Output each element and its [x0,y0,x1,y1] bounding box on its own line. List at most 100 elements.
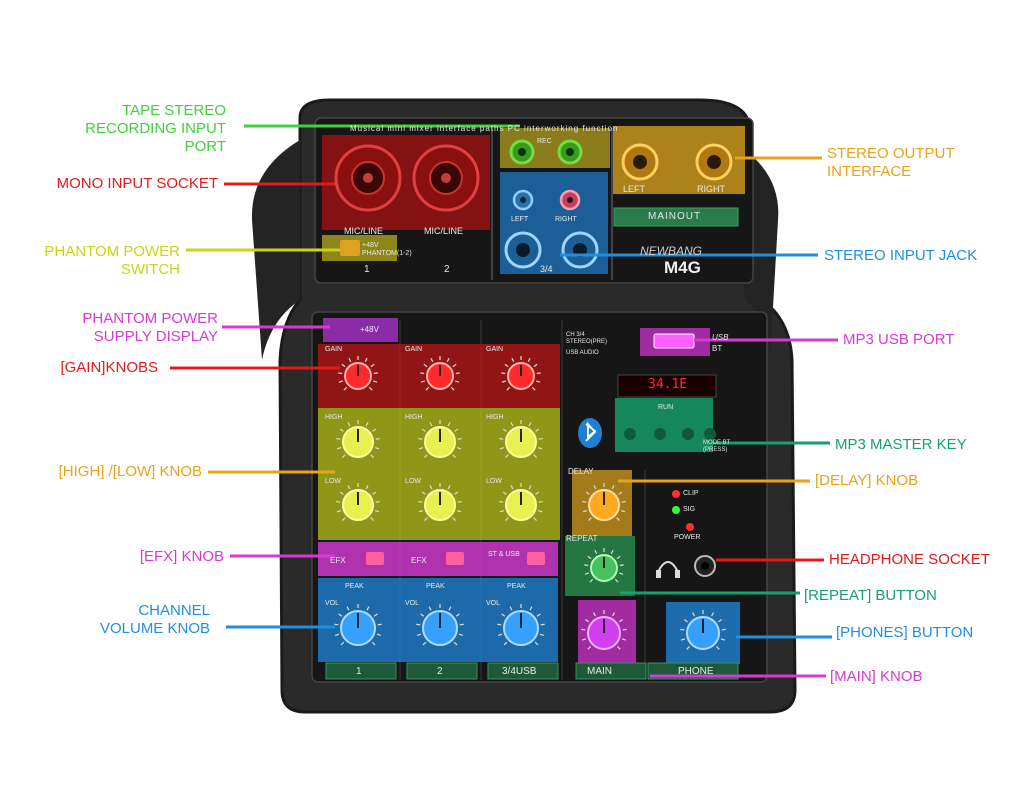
gain-knob-1[interactable] [338,356,378,391]
mp3-display-value: 34.1E [648,377,688,392]
strip-label-3: 3/4USB [502,666,537,677]
mode-label: MODE BT (PRESS) [703,440,731,453]
gain-knob-3[interactable] [501,356,541,391]
stereo-in-34-label: 3/4 [540,264,553,274]
gain-label-1: GAIN [325,346,343,353]
stereo-in-right-label: RIGHT [555,216,577,223]
vol-knob-3[interactable] [497,604,545,646]
plus48-indicator-label: +48V [360,325,379,334]
label-headphone: HEADPHONE SOCKET [829,551,990,568]
clip-label: CLIP [683,490,699,497]
repeat-label: REPEAT [566,534,598,543]
label-repeat: [REPEAT] BUTTON [804,587,937,604]
label-stereo-in: STEREO INPUT JACK [824,247,978,264]
peak-label-2: PEAK [426,583,445,590]
efx-button-3[interactable] [527,552,545,565]
headphone-socket-icon[interactable] [694,555,716,577]
mic-line-label-2: MIC/LINE [424,226,464,236]
gain-knob-2[interactable] [420,356,460,391]
high-knob-2[interactable] [418,420,462,458]
brand-logo: NEWBANG [640,244,703,258]
bt-label: BT [712,344,723,353]
vol-label-2: VOL [405,600,420,607]
usb-label: USB [712,333,729,342]
mp3-display [617,374,717,398]
mainout-label: MAINOUT [648,211,702,222]
efx-button-1[interactable] [366,552,384,565]
highlight-mp3-key [615,398,713,452]
peak-label-1: PEAK [345,583,364,590]
clip-led-icon [672,490,680,498]
stereo-in-rca-right-icon[interactable] [559,189,581,211]
repeat-knob[interactable] [584,548,624,583]
efx-button-2[interactable] [446,552,464,565]
vol-knob-1[interactable] [334,604,382,646]
delay-knob[interactable] [582,483,626,521]
rec-label: REC [537,138,552,145]
phone-label: PHONE [678,666,714,677]
label-mono-input: MONO INPUT SOCKET [56,175,218,192]
stereo-in-jack-3-icon[interactable] [504,231,542,269]
peak-label-3: PEAK [507,583,526,590]
mic-line-jack-1-icon[interactable] [334,144,402,212]
gain-label-2: GAIN [405,346,423,353]
label-phantom-switch: PHANTOM POWER SWITCH [44,243,180,278]
high-label-1: HIGH [325,414,343,421]
label-mp3-key: MP3 MASTER KEY [835,436,967,453]
label-main: [MAIN] KNOB [830,668,923,685]
vol-label-3: VOL [486,600,501,607]
low-knob-1[interactable] [336,483,380,521]
mp3-keys-icon[interactable] [624,428,716,440]
delay-label: DELAY [568,467,594,476]
strip-label-1: 1 [356,666,362,677]
strip-bar-main [575,662,647,680]
efx-label-2: EFX [411,556,427,565]
low-knob-3[interactable] [499,483,543,521]
usb-port-icon[interactable] [653,333,695,349]
high-label-3: HIGH [486,414,504,421]
headphone-icon [656,561,680,578]
strip-bar-3 [487,662,559,680]
main-out-right-jack-icon[interactable] [695,143,733,181]
channel-number-1: 1 [364,264,370,275]
device-headline: Musical mini mixer interface paths PC in… [350,124,619,133]
main-out-left-jack-icon[interactable] [621,143,659,181]
channel-number-2: 2 [444,264,450,275]
vol-knob-2[interactable] [416,604,464,646]
high-knob-3[interactable] [499,420,543,458]
label-highlow: [HIGH] /[LOW] KNOB [58,463,202,480]
run-label: RUN [658,404,674,411]
phones-knob[interactable] [680,610,726,650]
phantom-switch[interactable] [340,240,360,256]
rec-rca-left-icon[interactable] [509,139,535,165]
low-label-1: LOW [325,478,341,485]
stereo-in-jack-4-icon[interactable] [561,231,599,269]
label-tape-stereo: TAPE STEREO RECORDING INPUT PORT [85,102,226,155]
strip-bar-1 [325,662,397,680]
label-phantom-display: PHANTOM POWER SUPPLY DISPLAY [82,310,218,345]
stereo-in-left-label: LEFT [511,216,529,223]
efx-label-1: EFX [330,556,346,565]
main-knob[interactable] [581,610,627,650]
label-stereo-out: STEREO OUTPUT INTERFACE [827,145,955,180]
high-knob-1[interactable] [336,420,380,458]
st-usb-label: ST & USB [488,551,520,558]
low-knob-2[interactable] [418,483,462,521]
vol-label-1: VOL [325,600,340,607]
low-label-2: LOW [405,478,421,485]
label-gain: [GAIN]KNOBS [60,359,158,376]
strip-bar-2 [406,662,478,680]
stereo-in-rca-left-icon[interactable] [512,189,534,211]
bluetooth-icon [578,418,602,448]
strip-label-2: 2 [437,666,443,677]
main-out-left-label: LEFT [623,184,646,194]
phantom-switch-label: +48V PHANTOM(1-2) [362,242,412,257]
rec-rca-right-icon[interactable] [557,139,583,165]
mainout-strip [613,207,739,227]
label-phones: [PHONES] BUTTON [836,624,974,641]
sig-led-icon [672,506,680,514]
usb-audio-label: USB AUDIO [566,350,599,356]
mic-line-jack-2-icon[interactable] [412,144,480,212]
main-out-right-label: RIGHT [697,184,725,194]
